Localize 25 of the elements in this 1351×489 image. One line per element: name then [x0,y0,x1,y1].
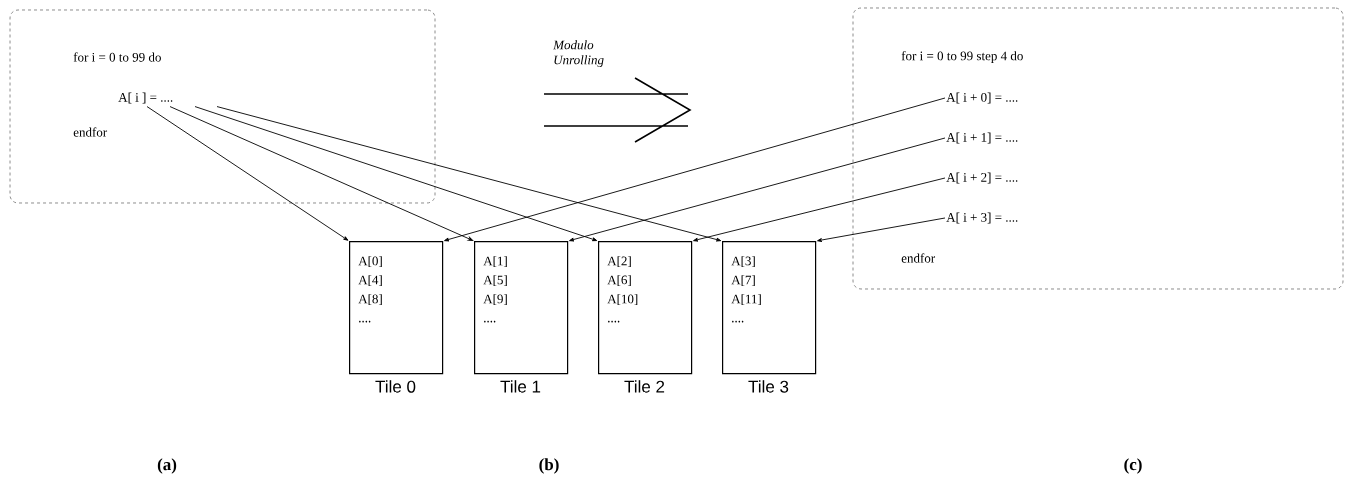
tile-label: Tile 1 [500,380,541,393]
code-line: A[ i + 1] = .... [946,132,1018,144]
code-line: A[ i + 0] = .... [946,92,1018,104]
code-line: A[ i + 3] = .... [946,212,1018,224]
tile-label: Tile 3 [748,380,789,393]
arrow [194,106,598,242]
arrow [569,137,946,242]
tile-box: A[0] A[4] A[8] .... [349,241,444,375]
code-line: A[ i + 2] = .... [946,172,1018,184]
panel-label: (a) [157,458,177,474]
arrow [817,217,946,242]
tile-label: Tile 0 [375,380,416,393]
tile-box: A[1] A[5] A[9] .... [474,241,569,375]
arrow [444,97,946,242]
arrow [146,106,349,241]
arrow-label: Modulo Unrolling [553,40,604,67]
arrow [216,106,722,242]
arrow [693,177,946,242]
panel-label: (c) [1124,458,1142,474]
tile-label: Tile 2 [624,380,665,393]
tile-box: A[3] A[7] A[11] .... [722,241,817,375]
panel-label: (b) [539,458,559,474]
arrow [169,106,474,241]
code-line: A[ i ] = .... [118,92,173,104]
tile-box: A[2] A[6] A[10] .... [598,241,693,375]
